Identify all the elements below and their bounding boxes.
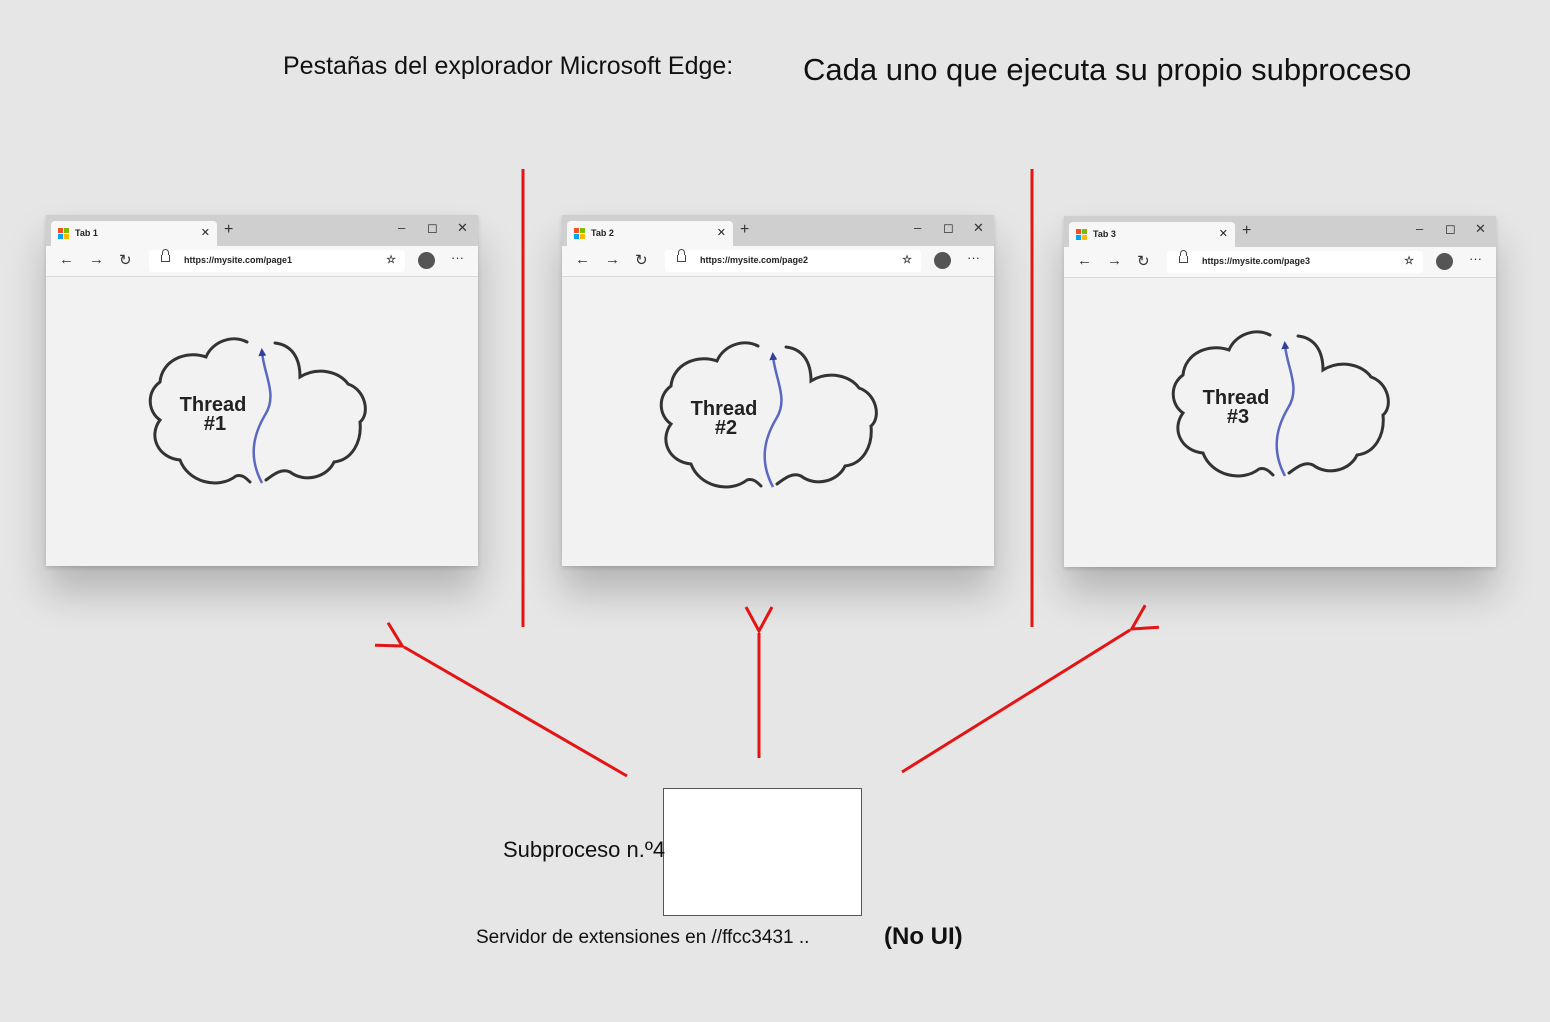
tab-close-icon[interactable]: ✕ (200, 227, 210, 239)
extension-server-label: Servidor de extensiones en //ffcc3431 .. (476, 927, 810, 948)
thread-4-label: Subproceso n.º4 (503, 837, 666, 862)
tab-label: Tab 2 (591, 228, 614, 238)
thread-cloud-1: Thread #1 (148, 337, 367, 485)
favorite-icon[interactable]: ☆ (1404, 255, 1414, 267)
tab-3[interactable]: Tab 3 ✕ (1069, 222, 1235, 247)
threads-title: Cada uno que ejecuta su propio subproces… (803, 52, 1412, 87)
more-icon[interactable]: ··· (451, 250, 464, 265)
minimize-icon[interactable]: – (914, 220, 922, 235)
maximize-icon[interactable]: ◻ (427, 220, 438, 235)
back-icon[interactable]: ← (59, 251, 74, 268)
extension-host-box (663, 788, 862, 916)
close-icon[interactable]: ✕ (457, 220, 468, 235)
no-ui-note: (No UI) (884, 923, 963, 950)
forward-icon[interactable]: → (605, 251, 620, 268)
refresh-icon[interactable]: ↻ (635, 252, 648, 269)
windows-logo-icon (58, 228, 69, 239)
thread-cloud-2: Thread #2 (659, 341, 878, 489)
profile-avatar[interactable] (418, 252, 435, 269)
lock-icon (677, 249, 686, 262)
browser-window-2: Tab 2 ✕ + – ◻ ✕ ← → ↻ https://mysite.com… (562, 215, 994, 566)
new-tab-icon[interactable]: + (224, 221, 234, 238)
favorite-icon[interactable]: ☆ (902, 254, 912, 266)
windows-logo-icon (574, 228, 585, 239)
url-text: https://mysite.com/page3 (1202, 256, 1311, 266)
thread-label: Thread (180, 394, 247, 416)
toolbar: ← → ↻ https://mysite.com/page3 ☆ ··· (1064, 247, 1496, 278)
thread-number: #1 (204, 413, 226, 435)
arrow-to-tab-1 (374, 621, 628, 778)
tab-close-icon[interactable]: ✕ (1218, 228, 1228, 240)
browser-window-3: Tab 3 ✕ + – ◻ ✕ ← → ↻ https://mysite.com… (1064, 216, 1496, 567)
minimize-icon[interactable]: – (1416, 221, 1424, 236)
close-icon[interactable]: ✕ (1475, 221, 1486, 236)
more-icon[interactable]: ··· (1469, 251, 1482, 266)
thread-cloud-3: Thread #3 (1171, 330, 1390, 478)
thread-label: Thread (691, 398, 758, 420)
tabs-title: Pestañas del explorador Microsoft Edge: (283, 52, 734, 80)
refresh-icon[interactable]: ↻ (119, 252, 132, 269)
tab-close-icon[interactable]: ✕ (716, 227, 726, 239)
thread-number: #3 (1227, 406, 1249, 428)
tab-label: Tab 3 (1093, 229, 1116, 239)
lock-icon (161, 249, 170, 262)
address-bar[interactable]: https://mysite.com/page3 ☆ (1167, 250, 1423, 273)
forward-icon[interactable]: → (89, 251, 104, 268)
refresh-icon[interactable]: ↻ (1137, 253, 1150, 270)
lock-icon (1179, 250, 1188, 263)
back-icon[interactable]: ← (1077, 252, 1092, 269)
more-icon[interactable]: ··· (967, 250, 980, 265)
title-bar: Tab 3 ✕ + – ◻ ✕ (1064, 216, 1496, 247)
profile-avatar[interactable] (1436, 253, 1453, 270)
address-bar[interactable]: https://mysite.com/page1 ☆ (149, 249, 405, 272)
toolbar: ← → ↻ https://mysite.com/page2 ☆ ··· (562, 246, 994, 277)
windows-logo-icon (1076, 229, 1087, 240)
minimize-icon[interactable]: – (398, 220, 406, 235)
tab-label: Tab 1 (75, 228, 98, 238)
new-tab-icon[interactable]: + (740, 221, 750, 238)
new-tab-icon[interactable]: + (1242, 222, 1252, 239)
forward-icon[interactable]: → (1107, 252, 1122, 269)
address-bar[interactable]: https://mysite.com/page2 ☆ (665, 249, 921, 272)
url-text: https://mysite.com/page1 (184, 255, 293, 265)
maximize-icon[interactable]: ◻ (1445, 221, 1456, 236)
back-icon[interactable]: ← (575, 251, 590, 268)
favorite-icon[interactable]: ☆ (386, 254, 396, 266)
tab-2[interactable]: Tab 2 ✕ (567, 221, 733, 246)
arrow-to-tab-3 (901, 604, 1160, 774)
toolbar: ← → ↻ https://mysite.com/page1 ☆ ··· (46, 246, 478, 277)
title-bar: Tab 2 ✕ + – ◻ ✕ (562, 215, 994, 246)
thread-number: #2 (715, 417, 737, 439)
page-content (562, 277, 994, 566)
browser-window-1: Tab 1 ✕ + – ◻ ✕ ← → ↻ https://mysite.com… (46, 215, 478, 566)
close-icon[interactable]: ✕ (973, 220, 984, 235)
thread-label: Thread (1203, 387, 1270, 409)
maximize-icon[interactable]: ◻ (943, 220, 954, 235)
title-bar: Tab 1 ✕ + – ◻ ✕ (46, 215, 478, 246)
url-text: https://mysite.com/page2 (700, 255, 809, 265)
tab-1[interactable]: Tab 1 ✕ (51, 221, 217, 246)
profile-avatar[interactable] (934, 252, 951, 269)
